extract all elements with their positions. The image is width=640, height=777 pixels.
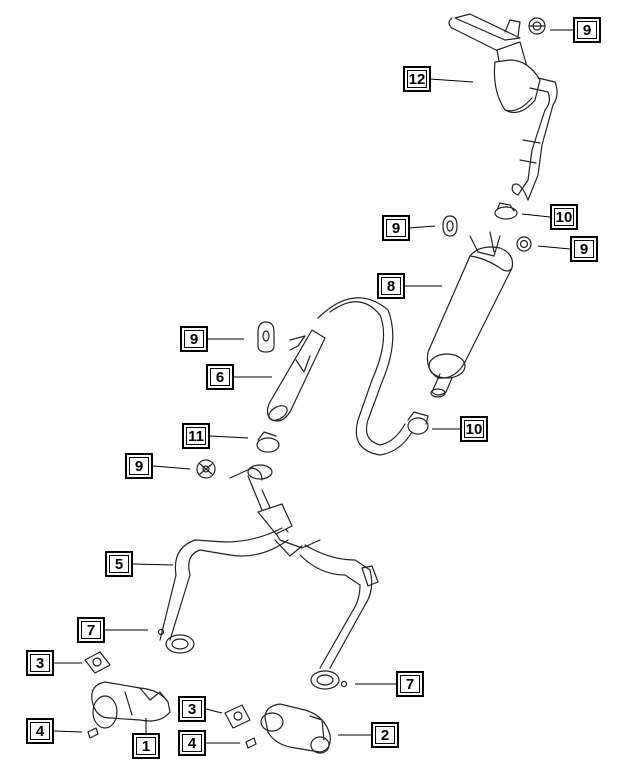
y-pipe — [159, 464, 379, 669]
catalytic-converter-right — [260, 703, 331, 754]
bolt-right-4 — [245, 737, 257, 749]
bolt-left-4 — [87, 727, 99, 739]
callout-9-muffler-right: 9 — [570, 236, 598, 262]
callout-1: 1 — [132, 733, 160, 759]
isolator-mid — [257, 321, 275, 353]
muffler — [426, 231, 514, 398]
callout-8: 8 — [377, 273, 405, 299]
callout-2: 2 — [371, 722, 399, 748]
tailpipe-assembly — [448, 13, 558, 201]
callout-7-left: 7 — [77, 617, 105, 643]
callout-12: 12 — [403, 66, 431, 92]
catalytic-converter-left — [91, 681, 171, 729]
callout-10-upper: 10 — [550, 204, 578, 230]
callout-4-left: 4 — [26, 718, 54, 744]
clamp-11 — [256, 431, 280, 453]
isolator-muffler-right — [516, 236, 532, 252]
gasket-left-7 — [157, 628, 195, 654]
callout-11: 11 — [182, 423, 210, 449]
isolator-lower — [196, 459, 216, 479]
callout-9-mid: 9 — [180, 326, 208, 352]
intermediate-pipe — [266, 329, 326, 422]
gasket-right-3 — [224, 704, 251, 729]
callout-9-top: 9 — [573, 17, 601, 43]
gasket-left-3 — [84, 651, 111, 674]
callout-9-lower: 9 — [125, 453, 153, 479]
callout-3-left: 3 — [26, 650, 54, 676]
clamp-upper — [494, 202, 518, 220]
callout-7-right: 7 — [396, 671, 424, 697]
callout-9-muffler-left: 9 — [382, 215, 410, 241]
callout-4-right: 4 — [178, 730, 206, 756]
callout-10-lower: 10 — [460, 416, 488, 442]
gasket-right-7 — [310, 670, 348, 690]
clamp-lower — [407, 411, 429, 435]
callout-3-right: 3 — [178, 696, 206, 722]
callout-6: 6 — [206, 364, 234, 390]
isolator-top — [528, 17, 546, 35]
callout-5: 5 — [105, 551, 133, 577]
leader-lines — [53, 29, 573, 744]
isolator-muffler-left — [442, 215, 458, 237]
muffler-inlet-pipe — [317, 297, 413, 456]
